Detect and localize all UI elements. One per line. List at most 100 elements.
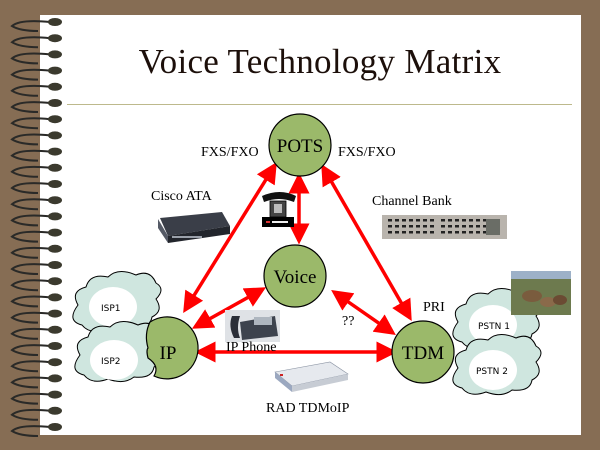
cisco-ata-image: [158, 212, 230, 243]
binding-hole: [48, 50, 62, 59]
binding-ring: [10, 214, 51, 227]
channel-bank-port: [462, 225, 466, 228]
rad-tdmoip-image: [274, 361, 349, 392]
channel-bank-port: [423, 225, 427, 228]
channel-bank-port: [430, 219, 434, 222]
isp1-cloud: ISP1: [72, 271, 162, 333]
channel-bank-port: [476, 225, 480, 228]
binding-hole: [48, 325, 62, 334]
channel-bank-port: [441, 225, 445, 228]
channel-bank-label: Channel Bank: [372, 194, 452, 209]
channel-bank-port: [416, 231, 420, 234]
binding-ring: [10, 52, 51, 65]
voice-node: Voice: [263, 244, 327, 308]
binding-ring: [10, 84, 51, 97]
binding-hole: [48, 293, 62, 302]
binding-ring: [10, 344, 51, 356]
binding-ring: [10, 327, 51, 340]
isp2-cloud: ISP2: [74, 321, 164, 383]
pri-label: PRI: [423, 300, 445, 315]
channel-bank-port: [441, 231, 445, 234]
binding-ring: [10, 376, 51, 389]
cisco-ata-label: Cisco ATA: [151, 189, 212, 204]
binding-hole: [48, 374, 62, 383]
arrow-voice-ip: [191, 287, 267, 329]
binding-hole: [48, 18, 62, 26]
binding-ring: [10, 165, 51, 178]
channel-bank-port: [448, 225, 452, 228]
channel-bank-port: [455, 225, 459, 228]
binding-hole: [48, 115, 62, 124]
rad-tdmoip-label: RAD TDMoIP: [266, 401, 350, 416]
channel-bank-port: [402, 219, 406, 222]
channel-bank-port: [441, 219, 445, 222]
fxs-fxo-right-label: FXS/FXO: [338, 145, 396, 160]
binding-hole: [48, 309, 62, 318]
binding-ring: [10, 263, 51, 275]
binding-hole: [48, 34, 62, 43]
isp1-label: ISP1: [101, 304, 121, 314]
voice-label: Voice: [274, 267, 317, 288]
tdm-label: TDM: [402, 343, 444, 364]
ip-node: IP: [145, 316, 199, 380]
tdm-node: TDM: [391, 320, 455, 384]
channel-bank-port: [395, 219, 399, 222]
ip-label: IP: [160, 343, 177, 364]
channel-bank-port: [395, 225, 399, 228]
slide-title: Voice Technology Matrix: [138, 42, 502, 81]
pstn2-label: PSTN 2: [476, 367, 508, 377]
binding-hole: [48, 66, 62, 75]
channel-bank-port: [469, 219, 473, 222]
binding-hole: [48, 358, 62, 367]
pots-node: POTS: [268, 113, 332, 177]
channel-bank-port: [476, 231, 480, 234]
binding-ring: [10, 36, 51, 49]
binding-hole: [48, 196, 62, 205]
channel-bank-port: [388, 219, 392, 222]
pots-label: POTS: [277, 136, 323, 157]
binding-hole: [48, 228, 62, 237]
channel-bank-port: [455, 231, 459, 234]
arrow-voice-tdm: [331, 290, 396, 335]
binding-ring: [10, 279, 51, 292]
binding-ring: [10, 246, 51, 259]
channel-bank-port: [462, 231, 466, 234]
binding-ring: [10, 117, 51, 130]
binding-hole: [48, 147, 62, 156]
unknown-link-label: ??: [342, 314, 355, 329]
isp2-label: ISP2: [101, 357, 121, 367]
channel-bank-port: [469, 225, 473, 228]
fxs-fxo-left-label: FXS/FXO: [201, 145, 259, 160]
ip-phone-image: [225, 310, 280, 342]
channel-bank-port: [402, 231, 406, 234]
channel-bank-port: [483, 231, 487, 234]
channel-bank-port: [395, 231, 399, 234]
channel-bank-port: [430, 225, 434, 228]
binding-hole: [48, 277, 62, 286]
channel-bank-port: [448, 231, 452, 234]
channel-bank-port: [416, 225, 420, 228]
channel-bank-image: [382, 215, 507, 239]
grazing-animals-photo: [511, 271, 571, 315]
channel-bank-port: [416, 219, 420, 222]
binding-ring: [10, 392, 51, 405]
binding-hole: [48, 180, 62, 188]
binding-ring: [10, 133, 51, 146]
binding-hole: [48, 390, 62, 399]
binding-hole: [48, 342, 62, 350]
channel-bank-port: [448, 219, 452, 222]
binding-hole: [48, 212, 62, 221]
channel-bank-port: [430, 231, 434, 234]
pstn2-cloud: PSTN 2: [452, 334, 542, 396]
binding-ring: [10, 408, 51, 421]
telephone-icon: [262, 192, 296, 227]
binding-hole: [48, 406, 62, 415]
channel-bank-port: [388, 231, 392, 234]
channel-bank-port: [423, 231, 427, 234]
binding-hole: [48, 82, 62, 91]
binding-ring: [10, 182, 51, 194]
channel-bank-port: [409, 219, 413, 222]
channel-bank-port: [455, 219, 459, 222]
binding-hole: [48, 163, 62, 172]
binding-ring: [10, 101, 51, 113]
